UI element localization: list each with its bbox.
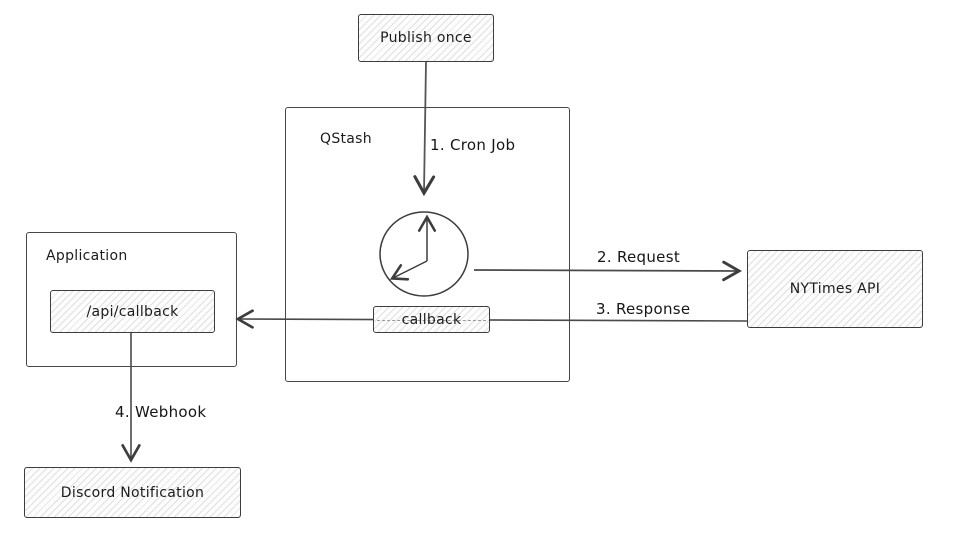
response-edge-label: 3. Response: [596, 300, 691, 318]
node-discord-notification[interactable]: Discord Notification: [24, 467, 241, 518]
node-callback[interactable]: callback: [373, 306, 490, 333]
node-nytimes-api[interactable]: NYTimes API: [747, 250, 923, 328]
discord-notification-label: Discord Notification: [60, 484, 205, 501]
application-label: Application: [46, 248, 128, 264]
node-qstash-container[interactable]: QStash: [285, 107, 570, 382]
qstash-label: QStash: [320, 131, 372, 147]
cron-job-edge-label: 1. Cron Job: [430, 136, 516, 154]
publish-once-label: Publish once: [380, 30, 472, 46]
callback-label: callback: [401, 311, 462, 328]
nytimes-api-label: NYTimes API: [789, 281, 881, 297]
api-callback-label: /api/callback: [86, 303, 179, 320]
request-edge-label: 2. Request: [597, 248, 681, 266]
node-api-callback[interactable]: /api/callback: [50, 290, 215, 333]
node-publish-once[interactable]: Publish once: [358, 14, 494, 62]
webhook-edge-label: 4. Webhook: [115, 403, 207, 421]
